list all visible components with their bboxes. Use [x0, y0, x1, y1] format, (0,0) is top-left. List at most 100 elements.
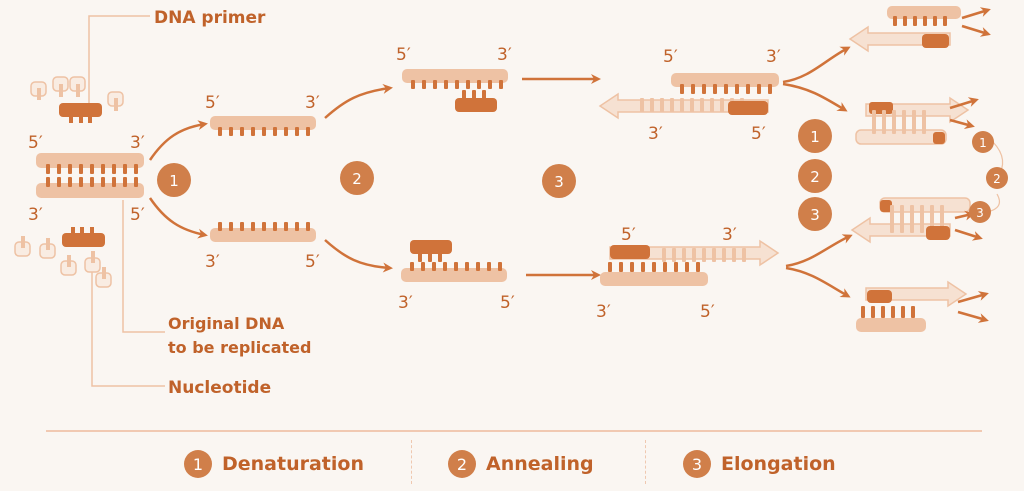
base: [670, 98, 674, 112]
legend-item-elongation: 3 Elongation: [683, 446, 836, 482]
an-top-3: 3′: [497, 45, 512, 65]
base: [273, 222, 277, 231]
base: [472, 90, 476, 100]
base: [861, 306, 865, 318]
base: [702, 84, 706, 94]
base: [487, 262, 491, 271]
base: [696, 262, 700, 272]
base: [90, 164, 94, 174]
base: [720, 98, 724, 112]
base: [465, 262, 469, 271]
legend-badge-3: 3: [683, 450, 711, 478]
primer: [926, 226, 950, 240]
orig-3-top: 3′: [130, 133, 145, 153]
legend-separator: [411, 440, 412, 484]
callout-nucleotide: Nucleotide: [168, 378, 271, 398]
elongated-strand-bottom: [600, 239, 780, 286]
base: [640, 98, 644, 112]
callout-original-dna-1: Original DNA: [168, 314, 285, 333]
base: [482, 90, 486, 100]
legend-badge-2: 2: [448, 450, 476, 478]
legend-label-annealing: Annealing: [486, 453, 594, 475]
badge-step1: 1: [157, 163, 191, 197]
el-top-5b: 5′: [751, 124, 766, 144]
primer-top: [59, 103, 102, 123]
callout-dna-primer: DNA primer: [154, 8, 266, 28]
base: [428, 250, 432, 262]
base: [890, 205, 894, 233]
arrow-anneal-up: [324, 83, 393, 119]
legend-item-denaturation: 1 Denaturation: [184, 446, 364, 482]
base: [712, 248, 716, 262]
base: [46, 164, 50, 174]
base: [619, 262, 623, 272]
strand: [887, 6, 961, 19]
svg-text:3: 3: [976, 206, 984, 220]
base: [240, 222, 244, 231]
base: [123, 177, 127, 187]
base: [273, 127, 277, 136]
base: [920, 205, 924, 233]
base: [68, 177, 72, 187]
base: [444, 80, 448, 89]
badge-step2: 2: [340, 161, 374, 195]
strand: [210, 116, 316, 130]
exit-arrow: [949, 97, 979, 110]
legend-label-elongation: Elongation: [721, 453, 836, 475]
base: [722, 248, 726, 262]
base: [455, 80, 459, 89]
base: [892, 110, 896, 134]
el-top-3: 3′: [766, 47, 781, 67]
svg-text:3: 3: [554, 173, 564, 191]
el-bot-3b: 3′: [596, 302, 611, 322]
base: [284, 127, 288, 136]
base: [295, 222, 299, 231]
primer: [610, 245, 650, 259]
base: [891, 306, 895, 318]
svg-text:2: 2: [810, 168, 820, 186]
orig-5-top: 5′: [28, 133, 43, 153]
base: [900, 205, 904, 233]
nucleotide-stems-top: [37, 84, 118, 111]
base: [284, 222, 288, 231]
base: [443, 262, 447, 271]
callout-lines: [88, 15, 165, 387]
base: [57, 164, 61, 174]
primer: [728, 101, 768, 115]
el-top-5: 5′: [663, 47, 678, 67]
strand: [856, 318, 926, 332]
single-strand-bottom: [210, 222, 316, 242]
base: [79, 164, 83, 174]
base: [112, 177, 116, 187]
ss-top-5: 5′: [205, 93, 220, 113]
nucleotide-stems-bottom: [21, 236, 106, 279]
base: [123, 164, 127, 174]
strand: [210, 228, 316, 242]
orig-3-bottom: 3′: [28, 205, 43, 225]
primer: [455, 98, 497, 112]
annealed-strand-bottom: [401, 240, 507, 282]
strand: [402, 69, 508, 83]
repeat-badges: 1 2 3: [798, 119, 832, 231]
base: [240, 127, 244, 136]
base: [251, 222, 255, 231]
primer: [867, 290, 892, 303]
base: [438, 250, 442, 262]
base: [882, 110, 886, 134]
base: [422, 80, 426, 89]
base: [881, 306, 885, 318]
base: [674, 262, 678, 272]
base: [710, 98, 714, 112]
base: [477, 80, 481, 89]
base: [702, 248, 706, 262]
base: [229, 127, 233, 136]
base: [101, 164, 105, 174]
base: [746, 84, 750, 94]
primer-bottom: [62, 227, 105, 247]
base: [462, 90, 466, 100]
exit-arrow: [954, 210, 975, 221]
base: [499, 80, 503, 89]
base: [713, 84, 717, 94]
template-strand: [600, 272, 708, 286]
orig-5-bottom: 5′: [130, 205, 145, 225]
